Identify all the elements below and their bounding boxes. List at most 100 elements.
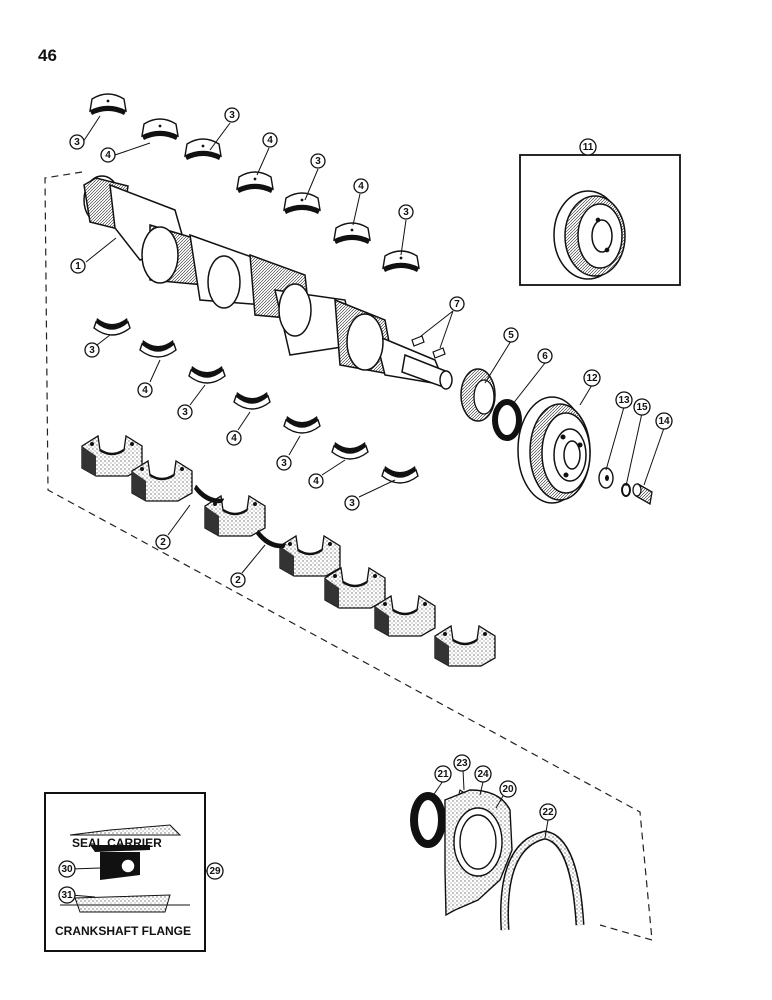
main-bearing-cap <box>323 566 387 610</box>
callout-circle <box>58 886 76 904</box>
upper-bearing-shell-flanged <box>333 222 371 245</box>
main-bearing-cap <box>130 459 194 503</box>
callout-number: 4 <box>231 433 237 444</box>
callout-number: 3 <box>229 110 235 121</box>
callout-c1: 1 <box>70 258 86 274</box>
callout-number: 6 <box>542 351 548 362</box>
callout-circle <box>344 495 360 511</box>
callout-number: 12 <box>586 373 598 384</box>
callout-number: 20 <box>502 784 514 795</box>
callout-circle <box>226 430 242 446</box>
callout-c2b: 2 <box>230 572 246 588</box>
main-bearing-cap <box>278 534 342 578</box>
callout-number: 1 <box>75 261 81 272</box>
crankshaft-pulley <box>517 396 591 504</box>
callout-circle <box>453 754 471 772</box>
callout-c3c: 3 <box>310 153 326 169</box>
callout-c6: 6 <box>537 348 553 364</box>
callout-number: 13 <box>618 395 630 406</box>
callout-number: 4 <box>105 150 111 161</box>
callout-circle <box>499 780 517 798</box>
page-number: 46 <box>38 46 57 65</box>
upper-bearing-shell-flanged <box>141 118 179 141</box>
callout-number: 4 <box>267 135 273 146</box>
callout-number: 31 <box>61 890 73 901</box>
callout-circle <box>449 296 465 312</box>
callout-circle <box>353 178 369 194</box>
callout-c4f: 4 <box>308 473 324 489</box>
callout-circle <box>137 382 153 398</box>
callout-circle <box>155 534 171 550</box>
lower-bearing-shell-flanged <box>233 391 271 410</box>
callout-number: 3 <box>349 498 355 509</box>
leader-lines <box>70 115 665 898</box>
callout-circle <box>434 765 452 783</box>
lower-bearing-shell <box>283 415 321 434</box>
callout-c15: 15 <box>633 398 651 416</box>
lower-bearing-shell-flanged <box>331 441 369 460</box>
callout-c5: 5 <box>503 327 519 343</box>
callout-c13: 13 <box>615 391 633 409</box>
callout-c29: 29 <box>206 862 224 880</box>
callout-c4c: 4 <box>353 178 369 194</box>
callout-number: 22 <box>542 807 554 818</box>
lower-bearing-shell <box>93 317 131 336</box>
callout-circle <box>503 327 519 343</box>
callout-number: 14 <box>658 416 670 427</box>
callout-number: 29 <box>209 866 221 877</box>
callout-number: 15 <box>636 402 648 413</box>
callout-number: 4 <box>358 181 364 192</box>
seal-carrier-label: SEAL CARRIER <box>72 836 162 850</box>
callout-circle <box>308 473 324 489</box>
callout-number: 7 <box>454 299 460 310</box>
upper-bearing-shell-flanged <box>236 171 274 194</box>
callout-number: 3 <box>403 207 409 218</box>
callout-circle <box>69 134 85 150</box>
callout-circle <box>537 348 553 364</box>
front-oil-seal <box>492 399 522 441</box>
callout-circle <box>58 860 76 878</box>
crankshaft-flange-label: CRANKSHAFT FLANGE <box>55 924 191 938</box>
callout-c3h: 3 <box>344 495 360 511</box>
callout-circle <box>177 404 193 420</box>
thrust-washer <box>193 484 225 504</box>
callout-circle <box>70 258 86 274</box>
callout-circle <box>276 455 292 471</box>
callout-c12: 12 <box>583 369 601 387</box>
pulley-washer <box>598 467 614 489</box>
callout-circle <box>615 391 633 409</box>
rear-oil-seal <box>410 792 446 848</box>
callout-number: 4 <box>313 476 319 487</box>
callout-c3a: 3 <box>69 134 85 150</box>
callout-circle <box>84 342 100 358</box>
callout-c7: 7 <box>449 296 465 312</box>
crankshaft <box>83 175 453 390</box>
callout-circle <box>262 132 278 148</box>
pulley-inset-view <box>553 190 626 280</box>
dashed-boundary <box>44 171 653 941</box>
callout-number: 3 <box>281 458 287 469</box>
callout-circle <box>583 369 601 387</box>
main-bearing-cap <box>433 624 497 668</box>
pulley-bolt <box>632 482 653 506</box>
callout-circle <box>230 572 246 588</box>
lower-bearing-shell <box>381 465 419 484</box>
callout-number: 3 <box>315 156 321 167</box>
callout-c2a: 2 <box>155 534 171 550</box>
callout-circle <box>539 803 557 821</box>
callout-c22: 22 <box>539 803 557 821</box>
main-bearing-cap <box>373 594 437 638</box>
callout-c14: 14 <box>655 412 673 430</box>
thrust-washer <box>255 529 287 549</box>
callout-circle <box>474 765 492 783</box>
lower-bearing-shell-flanged <box>139 339 177 358</box>
callout-circle <box>398 204 414 220</box>
callout-c3g: 3 <box>276 455 292 471</box>
callout-c30: 30 <box>58 860 76 878</box>
crankshaft-keys <box>411 335 446 359</box>
callout-number: 23 <box>456 758 468 769</box>
lower-bearing-shell <box>188 365 226 384</box>
callout-c4b: 4 <box>262 132 278 148</box>
crankshaft-gear <box>460 368 496 422</box>
